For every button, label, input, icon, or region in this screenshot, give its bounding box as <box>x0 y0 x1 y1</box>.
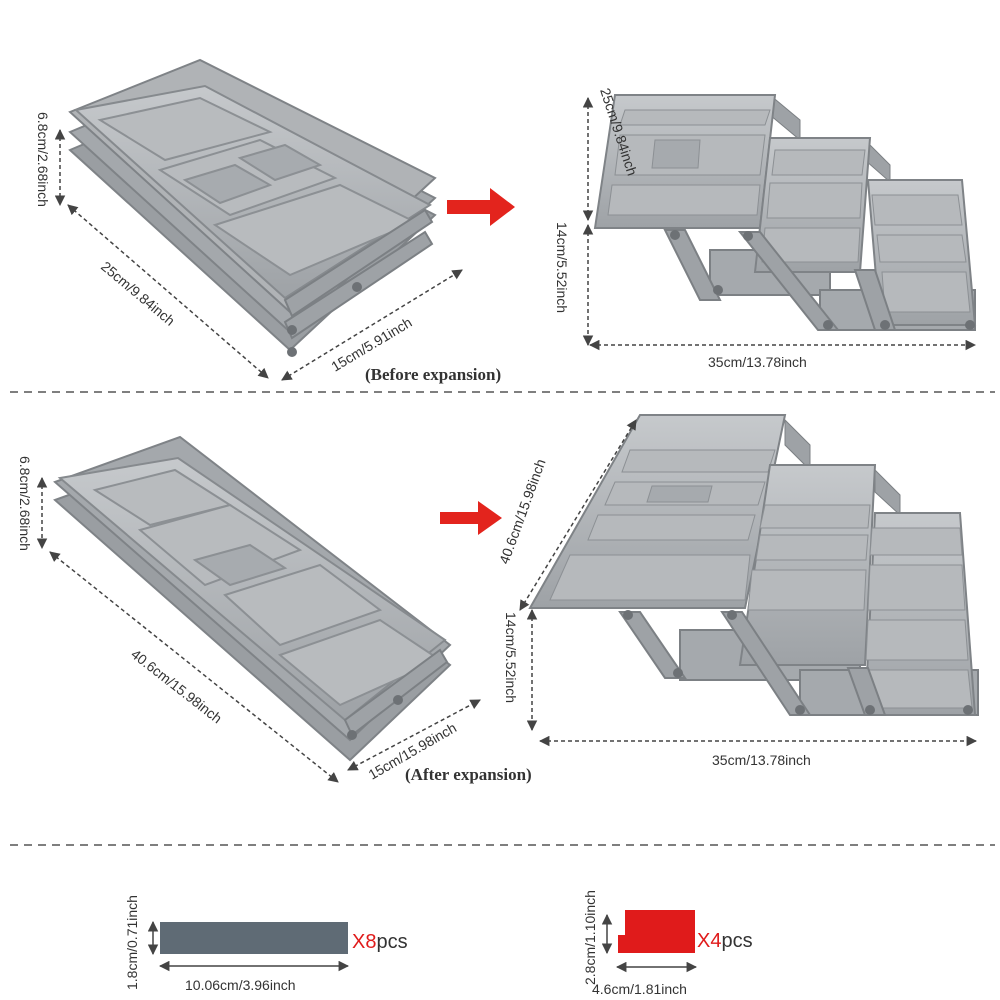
divider-height-label: 1.8cm/0.71inch <box>124 895 140 990</box>
red-arrow-icon <box>440 501 502 535</box>
clip-qty-unit: pcs <box>721 930 752 952</box>
open-organizer-after <box>528 414 979 716</box>
svg-text:X8pcs: X8pcs <box>352 931 408 953</box>
clip-width-label: 4.6cm/1.81inch <box>592 981 687 997</box>
after-open-width-label: 35cm/13.78inch <box>712 752 811 768</box>
after-length-label: 40.6cm/15.98inch <box>128 646 225 727</box>
divider-qty-unit: pcs <box>376 931 407 953</box>
closed-organizer-before <box>68 58 437 357</box>
before-open-width-label: 35cm/13.78inch <box>708 354 807 370</box>
after-open-tray-label: 40.6cm/15.98inch <box>496 457 549 566</box>
divider-width-label: 10.06cm/3.96inch <box>185 977 296 993</box>
clip-height-label: 2.8cm/1.10inch <box>582 890 598 985</box>
after-height-label: 6.8cm/2.68inch <box>17 456 33 551</box>
divider-qty-x: X8 <box>352 931 376 953</box>
before-length-label: 25cm/9.84inch <box>98 258 178 329</box>
closed-organizer-after <box>53 435 452 762</box>
after-caption: (After expansion) <box>405 765 532 784</box>
svg-text:X4pcs: X4pcs <box>697 930 753 952</box>
after-open-height-label: 14cm/5.52inch <box>503 612 519 703</box>
open-organizer-before <box>593 93 977 331</box>
before-caption: (Before expansion) <box>365 365 501 384</box>
before-height-label: 6.8cm/2.68inch <box>35 112 51 207</box>
divider-strip <box>160 922 348 954</box>
clip-qty-x: X4 <box>697 930 721 952</box>
red-arrow-icon <box>447 188 515 226</box>
red-clip <box>618 910 695 953</box>
before-open-height-label: 14cm/5.52inch <box>554 222 570 313</box>
